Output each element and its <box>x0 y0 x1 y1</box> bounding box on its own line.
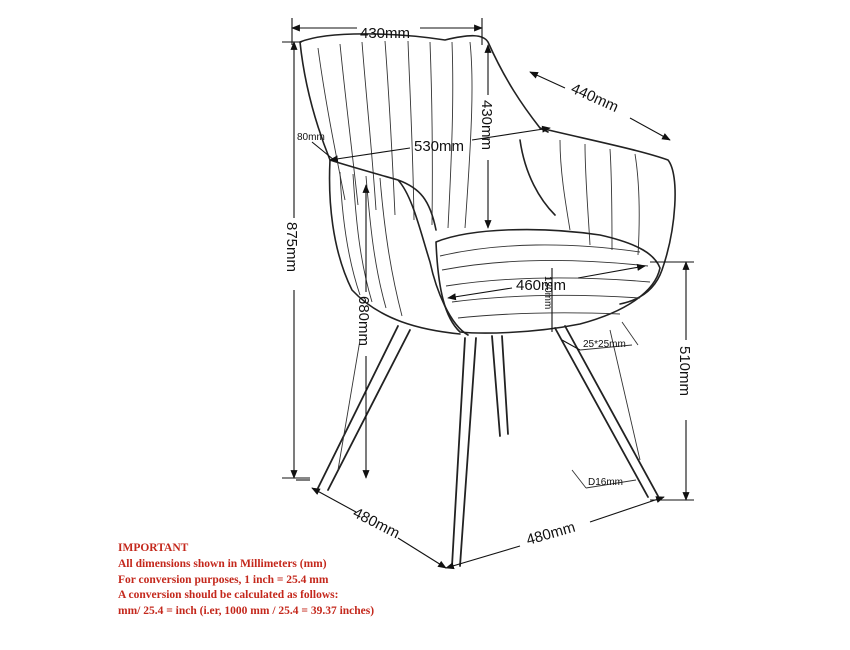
notes-line-1: All dimensions shown in Millimeters (mm) <box>118 557 327 570</box>
left-arm-outline <box>328 159 469 336</box>
dimension-labels: 430mm 440mm 430mm 80mm 530mm 875mm 460mm… <box>283 25 693 549</box>
dim-label-arm-thickness: 80mm <box>297 132 325 143</box>
notes-line-4: mm/ 25.4 = inch (i.er, 1000 mm / 25.4 = … <box>118 605 375 618</box>
dim-label-seat-width: 460mm <box>516 277 566 294</box>
right-arm-outline <box>519 127 676 305</box>
dim-label-arm-depth: 440mm <box>568 80 621 116</box>
seat-channels <box>439 244 651 319</box>
backrest-outline <box>299 33 549 161</box>
notes-line-2: For conversion purposes, 1 inch = 25.4 m… <box>118 573 329 586</box>
notes-line-3: A conversion should be calculated as fol… <box>118 589 339 602</box>
back-channels <box>317 40 473 229</box>
conversion-notes: IMPORTANT All dimensions shown in Millim… <box>118 541 538 620</box>
dim-label-seat-thickness: 130mm <box>542 276 553 309</box>
right-arm-channels <box>559 139 640 256</box>
dim-label-base-depth: 480mm <box>350 504 402 542</box>
dimension-lines <box>282 18 694 570</box>
dim-label-total-height: 875mm <box>283 222 300 272</box>
dim-label-overall-width: 530mm <box>414 138 464 155</box>
dim-label-seat-height: 510mm <box>676 346 693 396</box>
dim-label-foot-diameter: D16mm <box>588 477 623 488</box>
chair-legs <box>317 325 659 567</box>
chair-drawing <box>299 33 676 567</box>
dim-label-back-width: 430mm <box>360 25 410 42</box>
dim-label-arm-height: 680mm <box>355 296 372 346</box>
notes-heading: IMPORTANT <box>118 542 189 554</box>
left-arm-channels <box>339 171 403 317</box>
dim-label-back-height: 430mm <box>478 100 495 150</box>
dim-label-leg-section: 25*25mm <box>583 339 626 350</box>
seat-outline <box>435 228 661 334</box>
